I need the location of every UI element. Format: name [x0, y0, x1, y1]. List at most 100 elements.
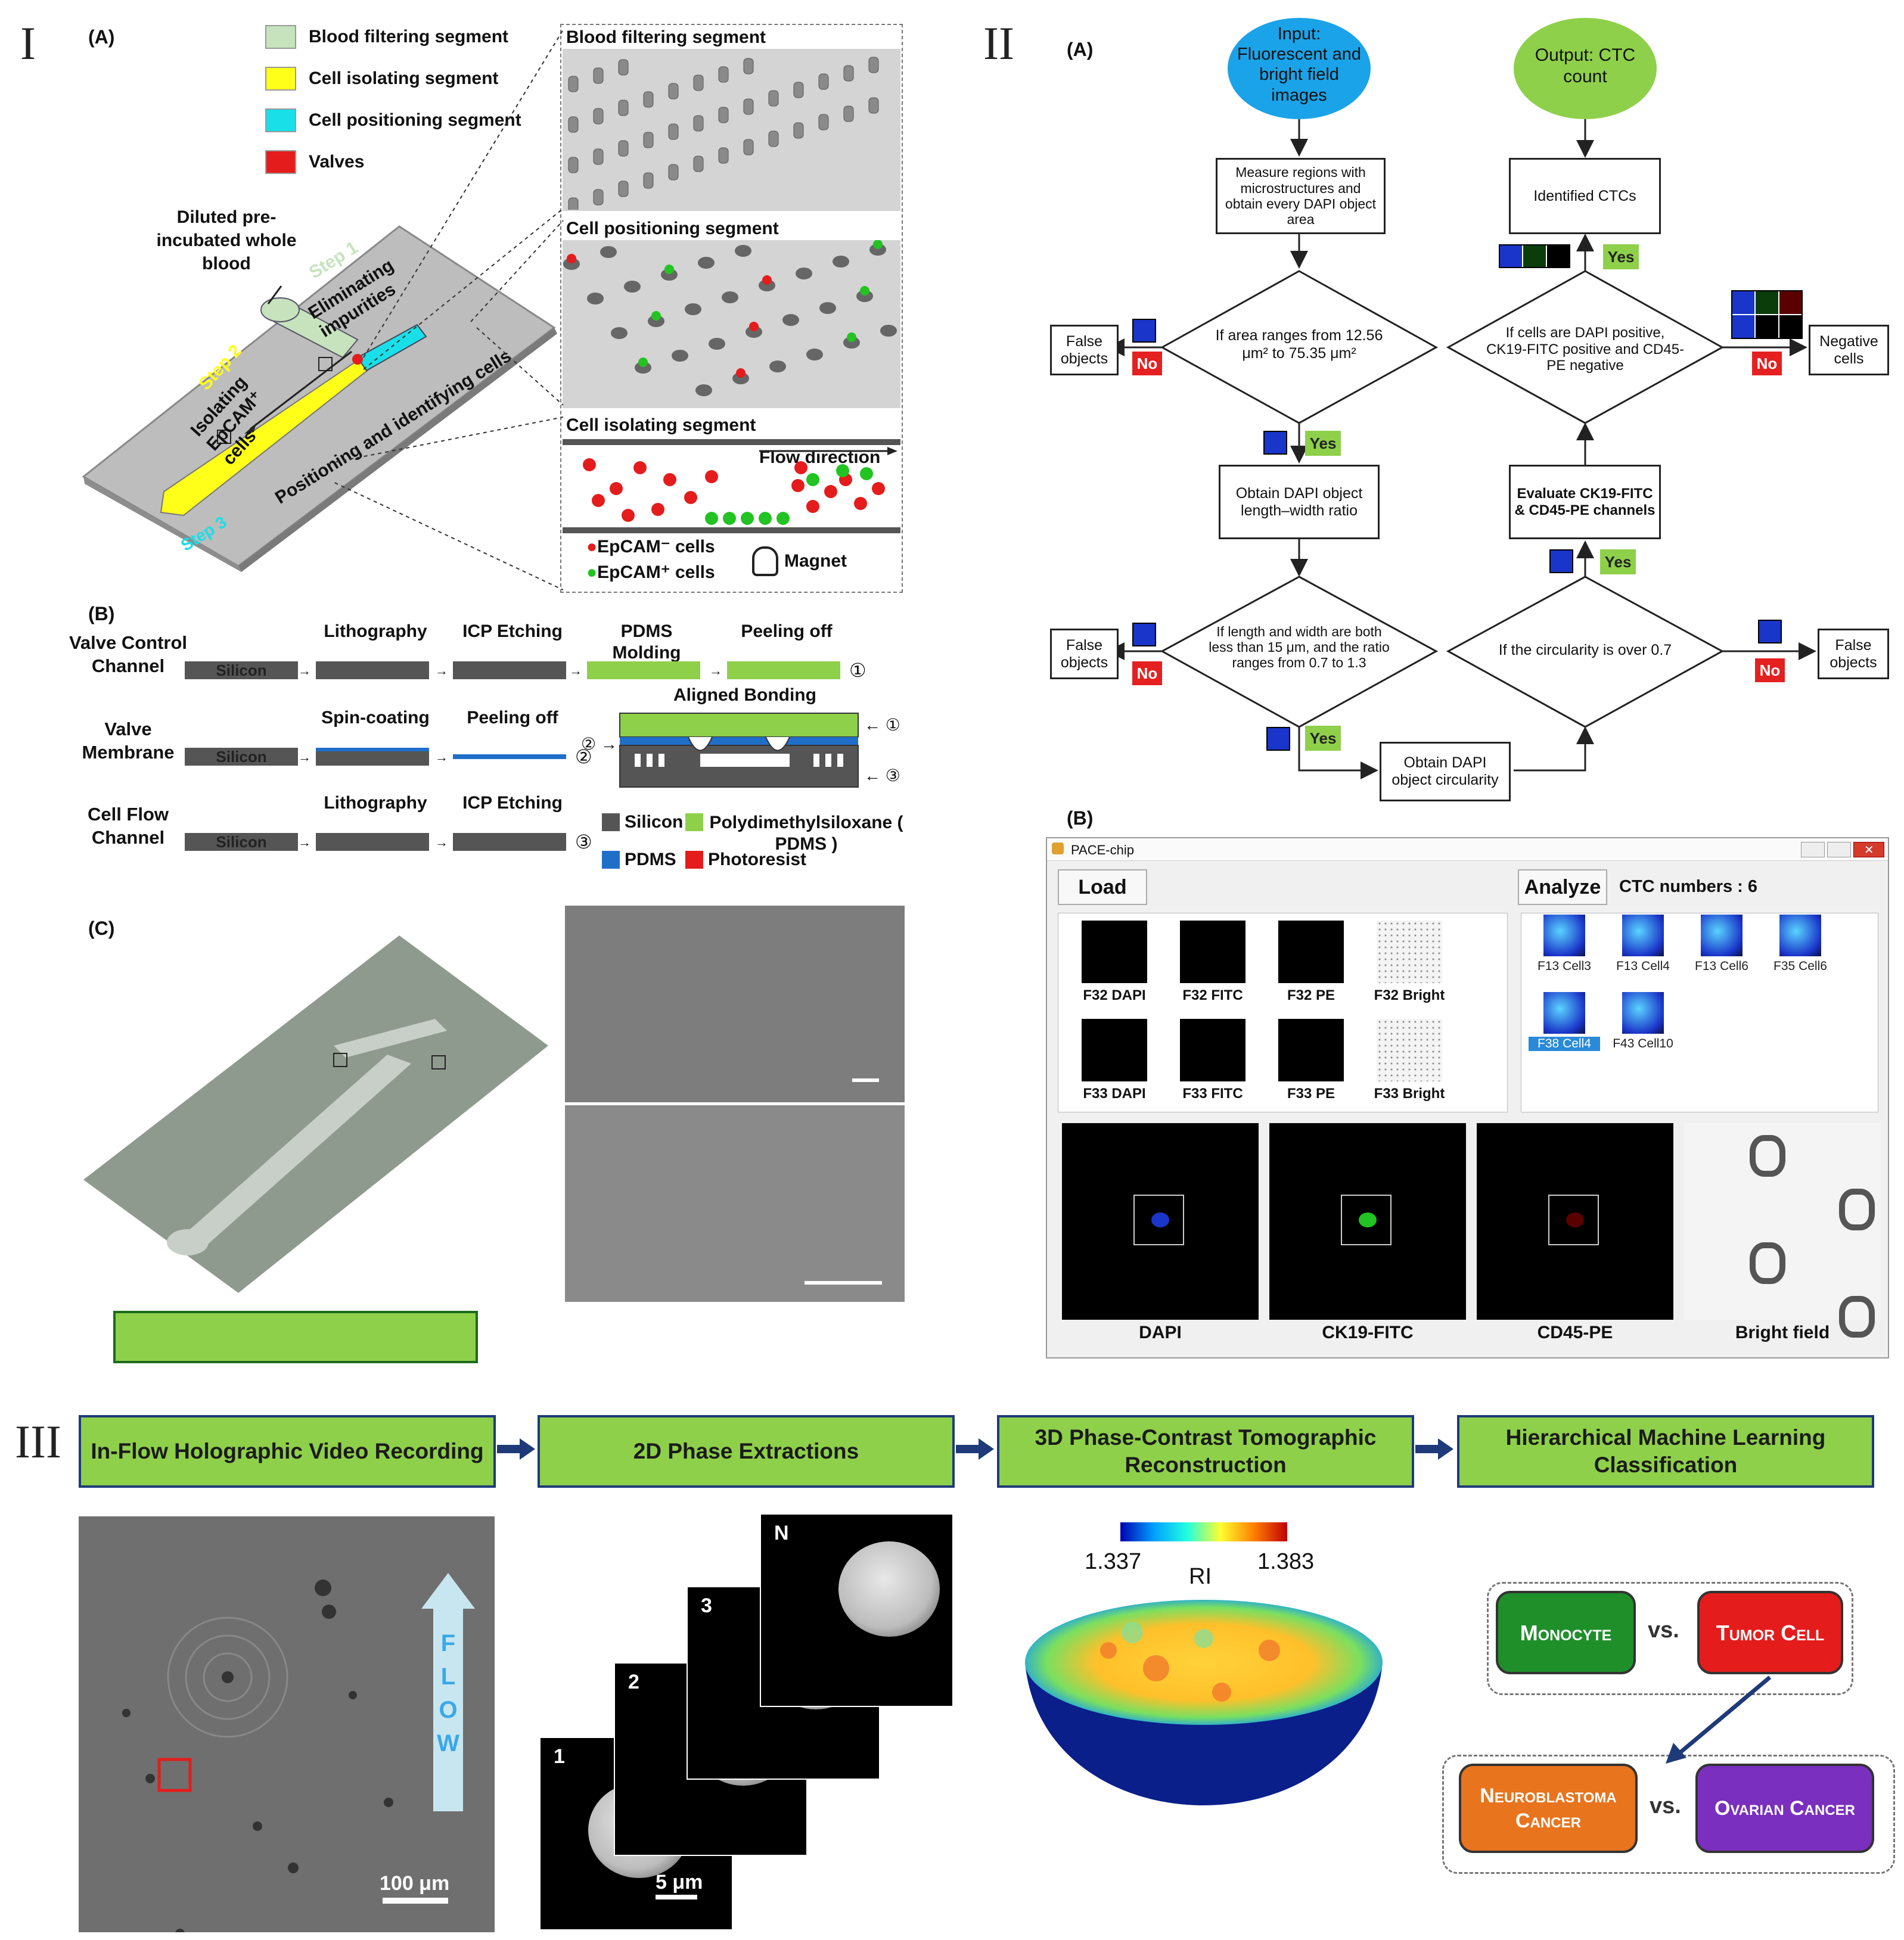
trap: [796, 268, 812, 279]
fab-step-shape: [727, 661, 840, 679]
channel-view: [1062, 1123, 1259, 1320]
inset-cell-positioning-title: Cell positioning segment: [563, 217, 900, 240]
pillar: [693, 115, 704, 132]
pillar: [618, 140, 629, 157]
material-swatch: [685, 851, 703, 869]
stage-arrow-shaft: [956, 1445, 980, 1453]
trap: [685, 303, 701, 315]
fab-row-number: ②: [575, 746, 592, 767]
flowchart-connectors: [1107, 18, 1816, 779]
fab-step-shape: [316, 661, 429, 679]
trap: [782, 314, 799, 326]
length-width-box: Obtain DAPI object length–width ratio: [1219, 465, 1380, 539]
vs-label-2: vs.: [1650, 1793, 1681, 1818]
frame-thumbnail[interactable]: [1082, 1019, 1147, 1081]
pipeline-stage: In-Flow Holographic Video Recording: [79, 1415, 496, 1488]
pillar-array-image: [568, 57, 879, 214]
frame-thumbnail[interactable]: [1278, 1019, 1344, 1081]
cell-thumbnail[interactable]: [1701, 915, 1743, 956]
pillar: [818, 114, 829, 130]
channel-wall-bottom: [563, 527, 900, 533]
pillar: [618, 100, 629, 116]
pillar: [718, 66, 729, 83]
frame-thumbnail[interactable]: [1180, 1019, 1245, 1081]
close-button[interactable]: ✕: [1853, 842, 1885, 857]
epcam-pos-cell: [741, 512, 754, 525]
fab-step-label: ICP Etching: [462, 621, 563, 641]
cell-thumbnail-label: F13 Cell3: [1538, 959, 1591, 973]
pillar: [843, 65, 854, 82]
legend-label: Valves: [309, 152, 365, 172]
epcam-neg-cell: [622, 509, 635, 522]
no-tag-3: No: [1752, 352, 1782, 375]
trap: [587, 293, 604, 304]
cell-thumbnail[interactable]: [1543, 992, 1585, 1034]
fab-step-shape: [316, 748, 429, 766]
process-arrow: →: [435, 663, 448, 678]
trap: [735, 245, 751, 257]
epcam-pos-cell: [776, 512, 790, 525]
stage-arrow-shaft: [1415, 1445, 1439, 1453]
minimize-button[interactable]: [1801, 842, 1825, 857]
analyze-button[interactable]: Analyze: [1518, 869, 1607, 905]
pillar: [743, 58, 754, 74]
dapi-thumb-1: [1132, 319, 1156, 343]
flow-arrow: [421, 1573, 475, 1811]
frame-thumbnail[interactable]: [1278, 921, 1344, 983]
hologram-rings: [122, 1580, 448, 1938]
stage-arrow-head: [1438, 1438, 1453, 1460]
pillar: [718, 107, 729, 123]
trap: [635, 362, 651, 374]
pillar: [793, 82, 804, 98]
frame-thumbnail[interactable]: [1377, 1019, 1442, 1081]
window-controls: ✕: [1801, 842, 1885, 857]
decision-length-width: If length and width are both less than 1…: [1209, 624, 1390, 670]
false-objects-3: False objects: [1818, 629, 1889, 679]
cell-thumbnail-label: F38 Cell4: [1529, 1037, 1600, 1051]
cell-signal: [1566, 1212, 1584, 1227]
cell-thumbnail[interactable]: [1622, 915, 1664, 956]
stage-arrow-head: [979, 1438, 994, 1460]
phase-frame: N: [760, 1513, 953, 1707]
trap: [746, 326, 762, 338]
false-objects-1: False objects: [1050, 325, 1119, 375]
frame-thumbnail[interactable]: [1180, 921, 1245, 983]
frame-thumbnail[interactable]: [1377, 921, 1442, 983]
frame-number: 1: [554, 1745, 565, 1768]
epcam-pos-label: EpCAM⁺ cells: [597, 562, 715, 582]
isolation-cells-drawing: [583, 447, 897, 525]
false-objects-2: False objects: [1050, 629, 1119, 679]
frame-thumbnail[interactable]: [1082, 921, 1147, 983]
frame-thumbnail-label: F32 PE: [1287, 987, 1335, 1003]
material-label: Silicon: [625, 812, 684, 832]
load-button[interactable]: Load: [1058, 869, 1147, 905]
frame-thumbnail-label: F33 FITC: [1182, 1086, 1243, 1102]
frame-thumbnail-label: F33 DAPI: [1083, 1086, 1146, 1102]
cell-thumbnail[interactable]: [1622, 992, 1664, 1034]
cell-thumbnail[interactable]: [1779, 915, 1821, 956]
trap: [661, 269, 678, 281]
app-icon: [1052, 842, 1064, 854]
pillar: [668, 123, 679, 140]
pillar: [568, 76, 579, 92]
panel-II-roman: II: [983, 17, 1014, 69]
epcam-pos-cell: [860, 467, 873, 480]
process-arrow: →: [569, 663, 582, 678]
fab-step-label: ICP Etching: [462, 793, 563, 813]
cell-thumbnail[interactable]: [1543, 915, 1585, 956]
maximize-button[interactable]: [1827, 842, 1852, 857]
trapped-cell: [873, 240, 883, 249]
ri-max: 1.383: [1257, 1549, 1315, 1574]
aligned-bonding-label: Aligned Bonding: [673, 685, 816, 705]
fab-step-label: Peeling off: [467, 708, 558, 728]
channel-view: [1269, 1123, 1466, 1320]
trap: [600, 246, 617, 258]
bond-num-2: ② →: [581, 735, 617, 753]
trap: [880, 325, 897, 337]
output-node: Output: CTC count: [1535, 45, 1636, 86]
pillar: [593, 148, 604, 165]
trap: [732, 372, 749, 384]
fab-row-number: ③: [575, 831, 592, 853]
epcam-neg-cell: [610, 482, 623, 495]
ctc-channel-thumbs: [1499, 244, 1570, 268]
